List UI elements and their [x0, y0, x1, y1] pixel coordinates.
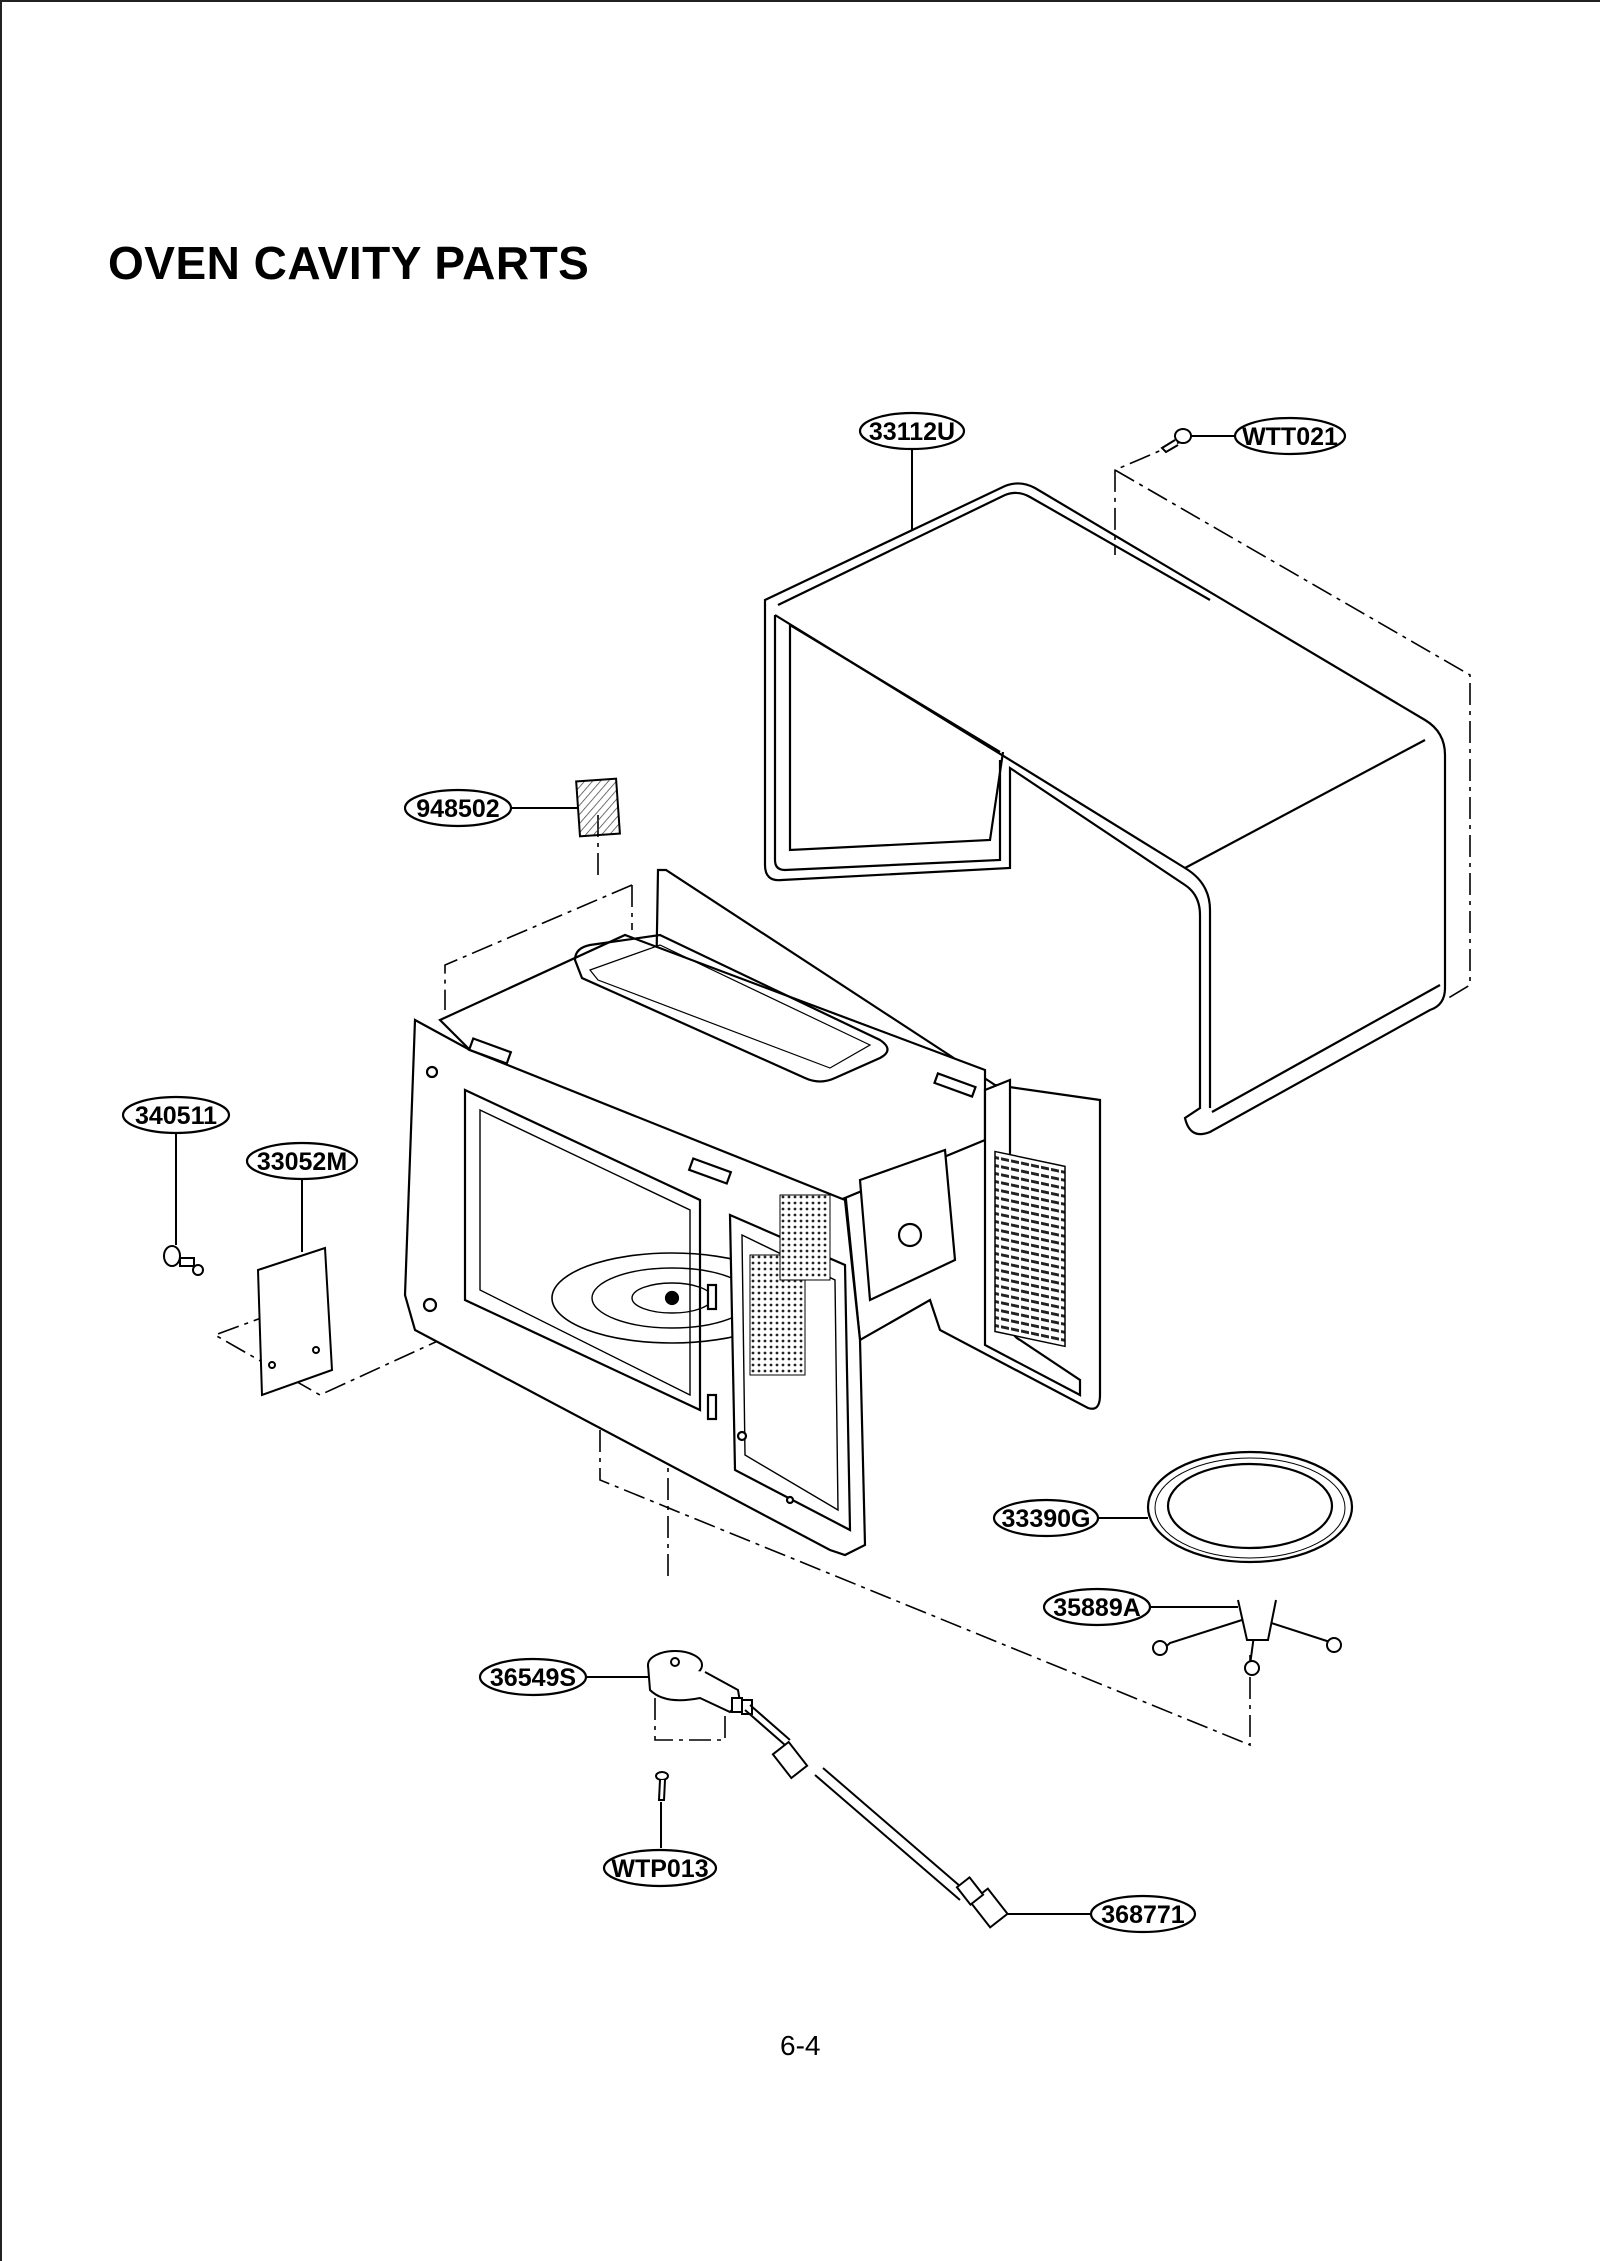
callout-35889a: 35889A	[1042, 1587, 1152, 1627]
callout-wtp013: WTP013	[602, 1848, 718, 1888]
outer-case-part	[763, 482, 1447, 1136]
label-plate-part	[575, 777, 621, 838]
callout-948502: 948502	[403, 788, 513, 828]
callout-label: 340511	[135, 1102, 217, 1130]
page-number: 6-4	[780, 2030, 821, 2061]
glass-tray-part	[1146, 1450, 1354, 1564]
cover-plate-part	[256, 1246, 334, 1397]
callout-33390g: 33390G	[992, 1498, 1100, 1538]
callout-label: 36549S	[490, 1664, 576, 1692]
screw-wtp013-part	[655, 1771, 669, 1801]
callout-label: WTT021	[1242, 423, 1338, 451]
callout-label: 33112U	[869, 418, 955, 446]
turntable-motor-part	[647, 1650, 753, 1715]
callout-label: 33052M	[257, 1148, 347, 1176]
page-border-top	[0, 0, 1600, 2]
callout-label: 35889A	[1053, 1594, 1141, 1622]
callout-label: WTP013	[611, 1855, 708, 1883]
callout-label: 368771	[1101, 1901, 1185, 1929]
callout-36549s: 36549S	[478, 1657, 588, 1697]
callout-label: 948502	[416, 795, 499, 823]
callout-wtt021: WTT021	[1233, 416, 1347, 456]
oven-cavity-part	[403, 868, 1102, 1557]
callout-label: 33390G	[1002, 1505, 1091, 1533]
roller-guide-part	[1152, 1599, 1342, 1676]
screw-wtt021-part	[1160, 428, 1192, 454]
callout-340511: 340511	[121, 1095, 231, 1135]
callout-33112u: 33112U	[858, 411, 966, 451]
callout-33052m: 33052M	[245, 1141, 359, 1181]
page-border-left	[0, 0, 2, 2261]
page-title: OVEN CAVITY PARTS	[108, 237, 590, 289]
screw-340511-part	[163, 1245, 204, 1276]
callout-368771: 368771	[1089, 1894, 1197, 1934]
callout-leader-lines	[175, 435, 1238, 1915]
wire-harness-part	[744, 1704, 1009, 1929]
